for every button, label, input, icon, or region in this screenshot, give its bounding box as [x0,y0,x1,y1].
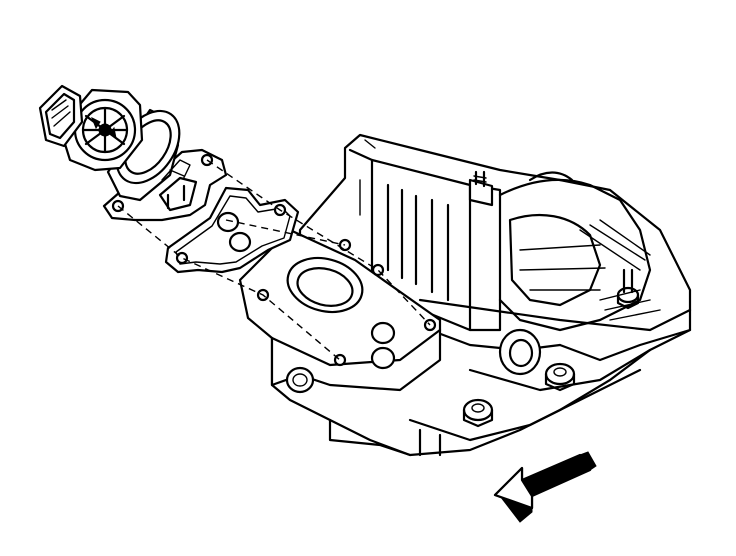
gasket-icon [164,186,300,274]
egr-valve-icon [38,84,228,222]
alignment-lines [117,159,431,361]
bolt-icon [462,398,494,428]
egr-mounting-pad [238,228,442,394]
arrow-icon [493,451,597,523]
coolant-port [498,328,542,376]
bolt-icon [544,362,576,392]
